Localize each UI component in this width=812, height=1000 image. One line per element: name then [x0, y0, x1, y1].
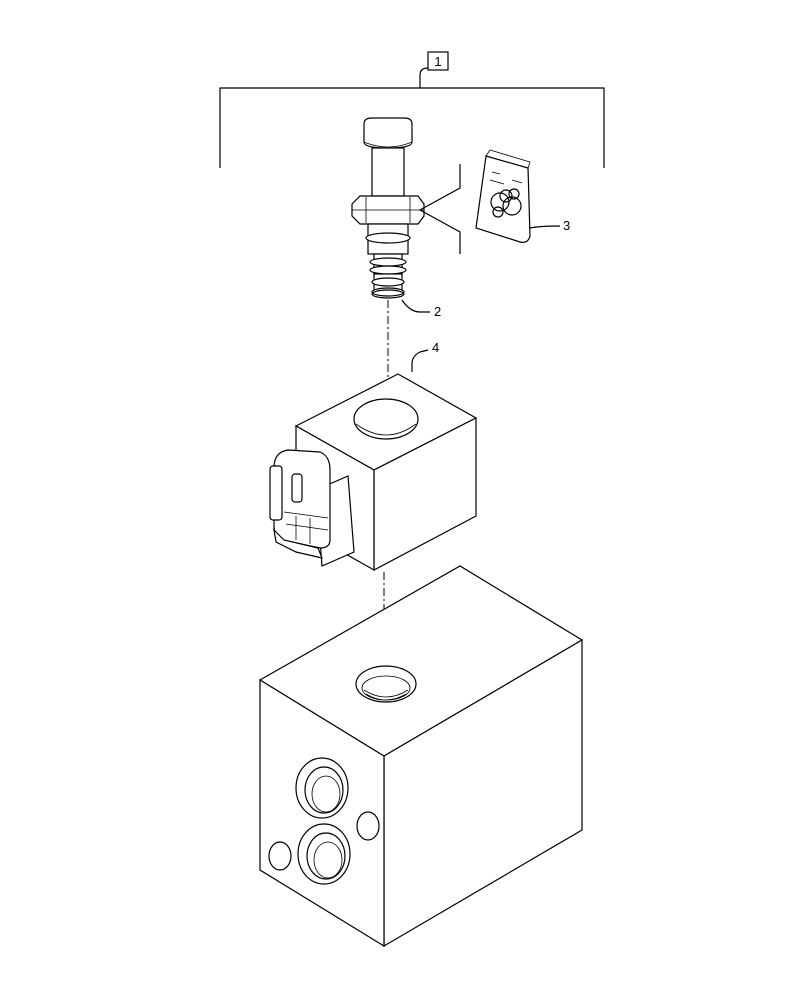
cartridge-bracket	[418, 164, 461, 254]
manifold-block	[258, 565, 584, 948]
bolt-hole-right	[356, 811, 380, 841]
bolt-hole-left	[268, 841, 292, 871]
callout-4: 4	[432, 340, 439, 355]
callout-2: 2	[434, 304, 441, 319]
port-upper	[295, 757, 349, 819]
port-lower	[297, 823, 351, 885]
leader-2	[401, 299, 430, 313]
coil-connector	[269, 449, 355, 567]
seal-kit-bag	[475, 149, 531, 243]
valve-cartridge	[351, 117, 425, 299]
callout-1: 1	[434, 54, 441, 69]
assembly-bracket: 1	[219, 51, 605, 168]
callout-3: 3	[563, 218, 570, 233]
leader-3	[529, 225, 561, 229]
seal-rings	[490, 188, 522, 218]
leader-4	[411, 349, 429, 372]
